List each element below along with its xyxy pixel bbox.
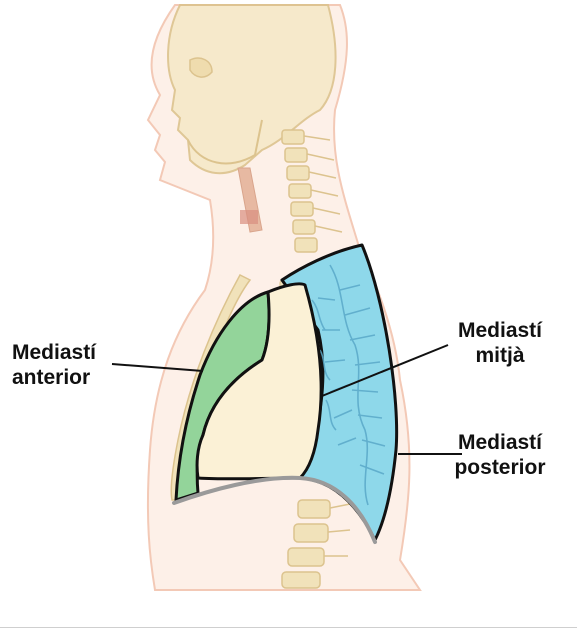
label-posterior-mediastinum: Mediastí posterior: [430, 430, 570, 480]
label-middle-line1: Mediastí: [430, 318, 570, 343]
label-anterior-line2: anterior: [12, 365, 96, 390]
larynx: [240, 210, 258, 224]
label-posterior-line1: Mediastí: [430, 430, 570, 455]
label-anterior-mediastinum: Mediastí anterior: [12, 340, 96, 390]
label-posterior-line2: posterior: [430, 455, 570, 480]
label-middle-line2: mitjà: [430, 343, 570, 368]
label-anterior-line1: Mediastí: [12, 340, 96, 365]
bottom-divider: [0, 627, 577, 628]
label-middle-mediastinum: Mediastí mitjà: [430, 318, 570, 368]
